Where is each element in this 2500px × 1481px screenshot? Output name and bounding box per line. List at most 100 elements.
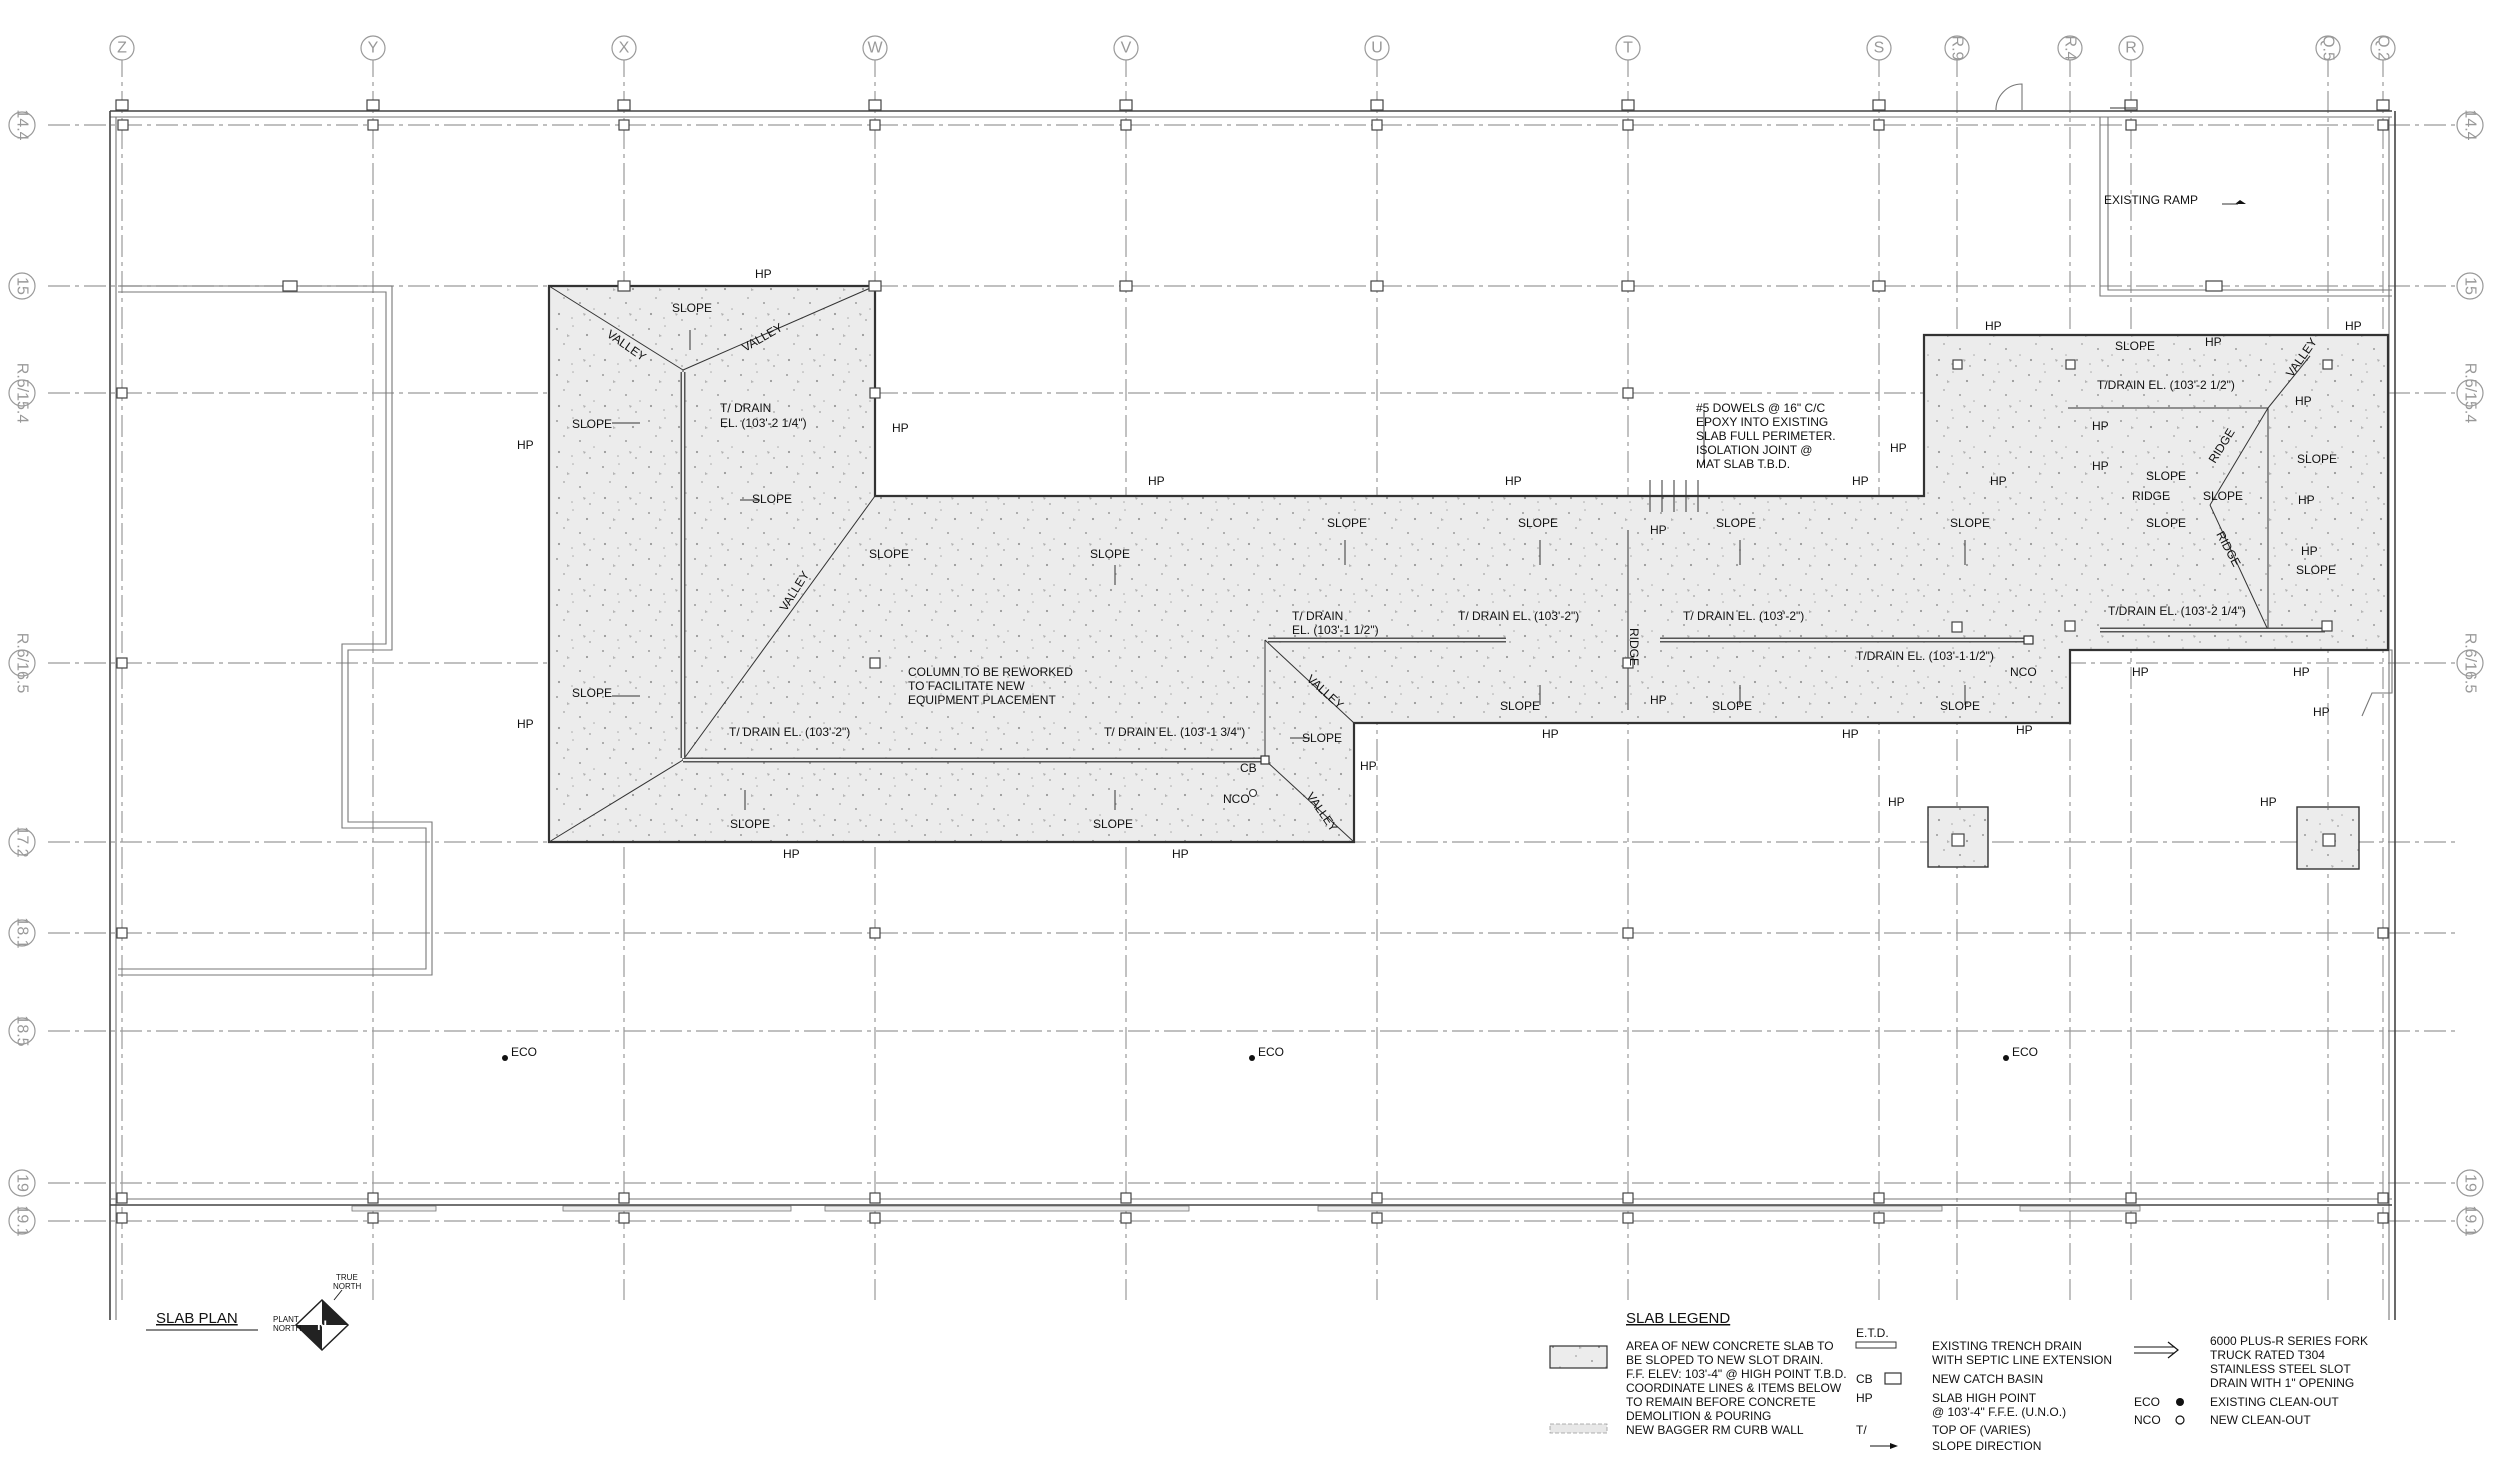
slope-label: SLOPE xyxy=(2297,452,2337,466)
new-clean-out-icon xyxy=(1248,788,1258,798)
slope-label: SLOPE xyxy=(2203,489,2243,503)
hp-label: HP xyxy=(1890,441,1907,455)
building-walls xyxy=(109,83,2396,1320)
hp-label: HP xyxy=(1148,474,1165,488)
drawing-label: Q.2 xyxy=(2375,35,2392,61)
slope-label: SLOPE xyxy=(1716,516,1756,530)
drawing-label: R.9 xyxy=(1949,36,1966,61)
drawing-label: 14.4 xyxy=(2462,109,2479,140)
drawing-label: 19 xyxy=(14,1174,31,1192)
existing-clean-out-icon xyxy=(2003,1055,2009,1061)
drawing-label: R.6/16.5 xyxy=(2462,633,2479,694)
grid-bubble-r5-15-4-right: R.5/15.4 xyxy=(2456,363,2484,423)
slope-label: SLOPE xyxy=(1940,699,1980,713)
hp-label: HP xyxy=(755,267,772,281)
grid-bubble-v: V xyxy=(1113,35,1139,61)
drawing-label: 17.2 xyxy=(14,826,31,857)
curb-wall-swatch xyxy=(1549,1423,1608,1434)
catch-basin-icon xyxy=(1884,1372,1902,1385)
hp-label: HP xyxy=(2260,795,2277,809)
slope-label: SLOPE xyxy=(2115,339,2155,353)
slope-label: SLOPE xyxy=(2296,563,2336,577)
drawing-label: Q.5 xyxy=(2320,35,2337,61)
slope-label: SLOPE xyxy=(1093,817,1133,831)
slope-label: SLOPE xyxy=(1090,547,1130,561)
slope-label: SLOPE xyxy=(869,547,909,561)
hp-label: HP xyxy=(1650,693,1667,707)
hp-label: HP xyxy=(517,717,534,731)
dowel-note: MAT SLAB T.B.D. xyxy=(1696,457,1790,471)
hp-label: HP xyxy=(517,438,534,452)
drawing-label: 19 xyxy=(2462,1174,2479,1192)
drawing-label: PLANT xyxy=(273,1315,299,1324)
grid-bubble-t: T xyxy=(1615,35,1641,61)
drawing-label: E.T.D. xyxy=(1856,1326,1889,1340)
grid-bubble-r9: R.9 xyxy=(1944,35,1970,61)
hp-label: HP xyxy=(2092,419,2109,433)
hollow-circle-icon xyxy=(2175,1415,2185,1425)
slope-label: SLOPE xyxy=(1500,699,1540,713)
grid-bubble-w: W xyxy=(862,35,888,61)
grid-bubble-19-right: 19 xyxy=(2456,1169,2484,1197)
drawing-label: R.4 xyxy=(2062,36,2079,61)
grid-bubble-z: Z xyxy=(109,35,135,61)
grid-bubble-u: U xyxy=(1364,35,1390,61)
hp-label: HP xyxy=(2295,394,2312,408)
grid-bubble-r6-16-5: R.6/16.5 xyxy=(8,633,36,693)
hp-label: HP xyxy=(892,421,909,435)
dowel-note: EPOXY INTO EXISTING xyxy=(1696,415,1828,429)
drawing-label: 19.1 xyxy=(14,1205,31,1236)
cb-label: CB xyxy=(1240,761,1257,775)
grid-bubble-q2: Q.2 xyxy=(2370,35,2396,61)
drawing-label: F.F. ELEV: 103'-4" @ HIGH POINT T.B.D. xyxy=(1626,1367,1847,1381)
hp-label: HP xyxy=(1842,727,1859,741)
hp-label: HP xyxy=(2301,544,2318,558)
eco-label: ECO xyxy=(1258,1045,1284,1059)
slope-label: SLOPE xyxy=(2146,469,2186,483)
slope-arrow-icon xyxy=(1870,1443,1898,1449)
drawing-label: CB xyxy=(1856,1372,1873,1386)
drawing-label: NEW CLEAN-OUT xyxy=(2210,1413,2311,1427)
drawing-label: AREA OF NEW CONCRETE SLAB TO xyxy=(1626,1339,1834,1353)
hp-label: HP xyxy=(2092,459,2109,473)
drawing-label: T xyxy=(1623,40,1633,57)
t-drain-label: EL. (103'-2 1/4") xyxy=(720,416,807,430)
grid-bubble-x: X xyxy=(611,35,637,61)
grid-bubble-q5: Q.5 xyxy=(2315,35,2341,61)
trench-drain-icon xyxy=(1855,1341,1897,1349)
drawing-label: EXISTING TRENCH DRAIN xyxy=(1932,1339,2082,1353)
slope-label: SLOPE xyxy=(1950,516,1990,530)
grid-bubble-r: R xyxy=(2118,35,2144,61)
new-slab-swatch xyxy=(1549,1345,1608,1369)
column-note: COLUMN TO BE REWORKED xyxy=(908,665,1073,679)
ridge-label: RIDGE xyxy=(1627,628,1641,666)
drawing-label: HP xyxy=(1856,1391,1873,1405)
t-drain-label: EL. (103'-1 1/2") xyxy=(1292,623,1379,637)
t-drain-label: T/ DRAIN EL. (103'-2") xyxy=(1458,609,1579,623)
slope-label: SLOPE xyxy=(1302,731,1342,745)
drawing-label: ECO xyxy=(2134,1395,2160,1409)
slope-label: SLOPE xyxy=(1327,516,1367,530)
north-arrow-icon: N xyxy=(294,1289,350,1352)
hp-label: HP xyxy=(2345,319,2362,333)
drawing-label: TRUCK RATED T304 xyxy=(2210,1348,2325,1362)
slope-label: SLOPE xyxy=(572,686,612,700)
column-note: EQUIPMENT PLACEMENT xyxy=(908,693,1056,707)
slab-legend: SLAB LEGEND AREA OF NEW CONCRETE SLAB TO… xyxy=(1549,1310,2368,1453)
grid-bubble-r4: R.4 xyxy=(2057,35,2083,61)
grid-bubble-r5-15-4: R.5/15.4 xyxy=(8,363,36,423)
new-concrete-slab xyxy=(547,284,2390,870)
hp-label: HP xyxy=(2298,493,2315,507)
drawing-label: R xyxy=(2125,40,2137,57)
plan-title: SLAB PLAN xyxy=(156,1310,238,1327)
existing-ramp-label: EXISTING RAMP xyxy=(2104,193,2198,207)
drawing-label: STAINLESS STEEL SLOT xyxy=(2210,1362,2351,1376)
grid-bubble-14-4: 14.4 xyxy=(8,109,36,141)
catch-basin-icon xyxy=(1260,755,1270,765)
drawing-label: 14.4 xyxy=(14,109,31,140)
grid-row-bubbles: 14.4 15 R.5/15.4 R.6/16.5 17.2 18.1 18.5… xyxy=(8,109,2484,1237)
grid-bubble-y: Y xyxy=(360,35,386,61)
grid-bubble-19-1: 19.1 xyxy=(8,1205,36,1237)
slope-label: SLOPE xyxy=(2146,516,2186,530)
eco-label: ECO xyxy=(511,1045,537,1059)
